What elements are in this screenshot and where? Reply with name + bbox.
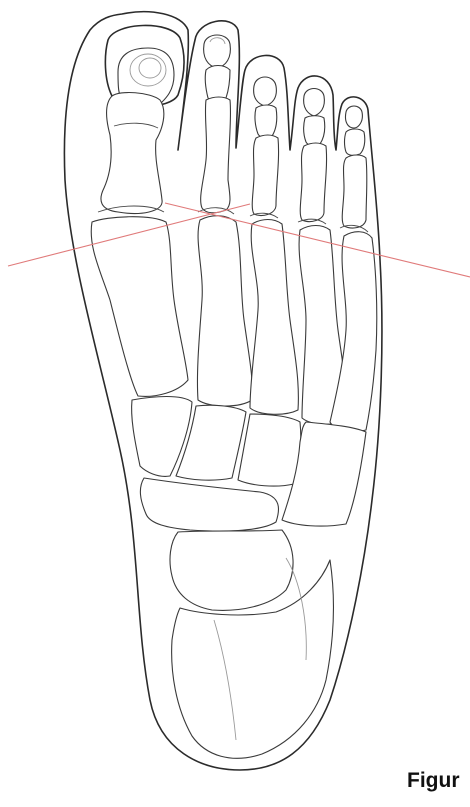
- figure-caption: Figur: [407, 770, 460, 791]
- toe2-distal: [204, 35, 231, 68]
- toe4-middle: [304, 116, 325, 146]
- toe3-distal: [254, 77, 277, 106]
- talus: [170, 530, 293, 610]
- toe5-middle: [345, 129, 365, 155]
- toe5-proximal: [342, 155, 367, 228]
- toe4-proximal: [300, 143, 326, 222]
- toe3-proximal: [252, 135, 278, 216]
- toe5-distal: [345, 106, 362, 128]
- toe2-middle: [205, 66, 230, 102]
- toe3-middle: [255, 105, 277, 137]
